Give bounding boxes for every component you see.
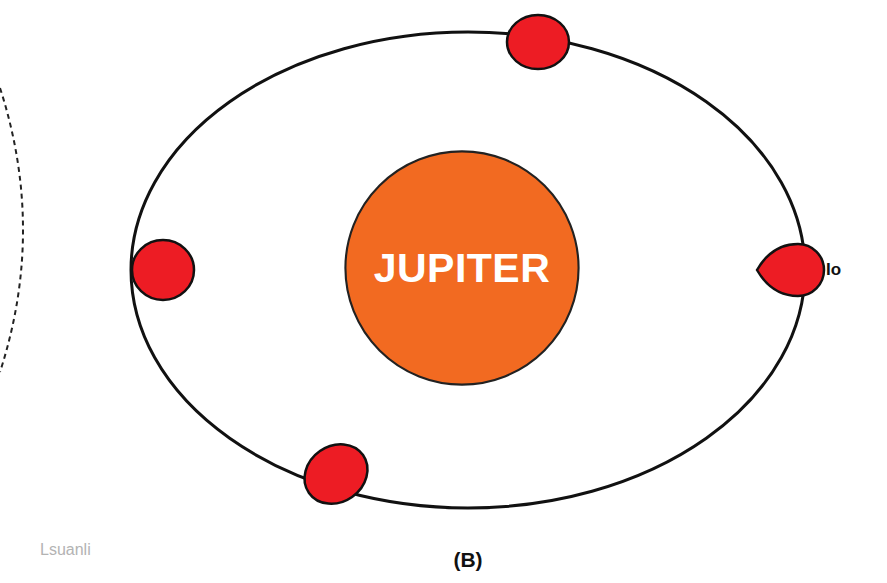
io-moon-tidal (757, 244, 824, 296)
planet-name: JUPITER (374, 245, 551, 292)
io-moon (293, 432, 379, 516)
watermark: Lsuanli (40, 541, 91, 559)
io-moon (507, 15, 569, 69)
dashed-orbit-arc (0, 88, 23, 372)
io-orbit (131, 32, 805, 508)
io-moon (132, 240, 194, 300)
planet-circle: JUPITER (344, 150, 580, 386)
planet-disc (345, 151, 578, 384)
panel-label: (B) (453, 548, 482, 572)
moon-label: Io (826, 260, 841, 280)
